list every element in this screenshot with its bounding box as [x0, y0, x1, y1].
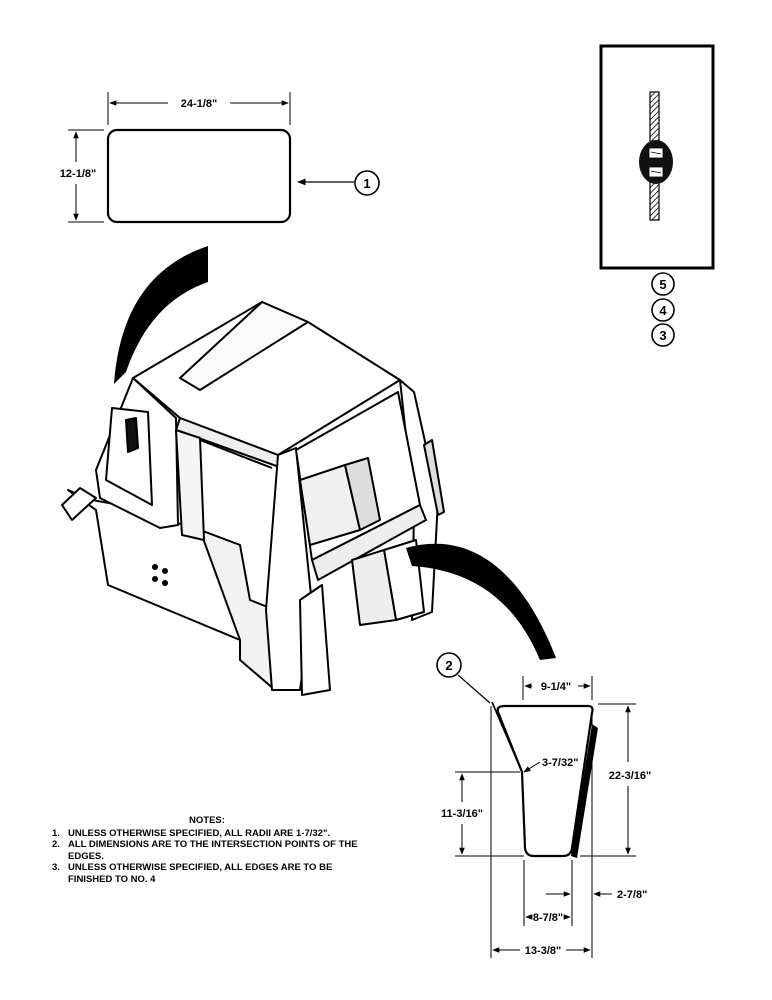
- panel2-offset-label: 2-7/8": [617, 889, 647, 901]
- note-number: 3.: [52, 862, 60, 873]
- panel-1-window: 24-1/8" 12-1/8": [60, 92, 354, 224]
- notes-title: NOTES:: [189, 815, 225, 826]
- pointer-band-upper: [114, 246, 208, 384]
- note-item: 2. ALL DIMENSIONS ARE TO THE INTERSECTIO…: [52, 839, 362, 862]
- panel2-bottom-width-label: 8-7/8": [533, 912, 563, 924]
- panel2-overall-width-label: 13-3/8": [525, 945, 561, 957]
- note-text: UNLESS OTHERWISE SPECIFIED, ALL EDGES AR…: [68, 862, 333, 885]
- tractor-cab-illustration: [61, 301, 445, 696]
- panel2-step-label: 3-7/32": [542, 757, 578, 769]
- notes-list: 1. UNLESS OTHERWISE SPECIFIED, ALL RADII…: [52, 828, 362, 886]
- svg-text:4: 4: [659, 303, 667, 318]
- panel1-height-label: 12-1/8": [60, 168, 96, 180]
- panel2-top-width-label: 9-1/4": [541, 681, 571, 693]
- note-text: ALL DIMENSIONS ARE TO THE INTERSECTION P…: [68, 839, 358, 862]
- note-text: UNLESS OTHERWISE SPECIFIED, ALL RADII AR…: [68, 827, 331, 839]
- svg-text:1: 1: [363, 176, 370, 191]
- svg-text:3: 3: [659, 328, 666, 343]
- panel2-height-label: 22-3/16": [609, 770, 652, 782]
- panel1-width-label: 24-1/8": [181, 98, 217, 110]
- callout-5: 5: [651, 272, 675, 296]
- panel-2-window: 9-1/4" 22-3/16" 3-7/32" 11-3/16" 2-7/8" …: [441, 676, 651, 958]
- pointer-band-lower: [406, 543, 556, 660]
- callout-3: 3: [651, 323, 675, 347]
- note-number: 2.: [52, 839, 60, 850]
- note-number: 1.: [52, 827, 60, 839]
- callout-4: 4: [651, 298, 675, 322]
- callout-2: 2: [436, 652, 491, 704]
- notes-block: NOTES: 1. UNLESS OTHERWISE SPECIFIED, AL…: [52, 815, 362, 885]
- seal-section-detail: [599, 44, 715, 270]
- svg-text:2: 2: [445, 658, 452, 673]
- svg-text:5: 5: [659, 277, 666, 292]
- panel2-lower-height-label: 11-3/16": [441, 808, 483, 820]
- note-item: 3. UNLESS OTHERWISE SPECIFIED, ALL EDGES…: [52, 862, 362, 885]
- callout-1: 1: [354, 170, 380, 196]
- note-item: 1. UNLESS OTHERWISE SPECIFIED, ALL RADII…: [52, 828, 362, 840]
